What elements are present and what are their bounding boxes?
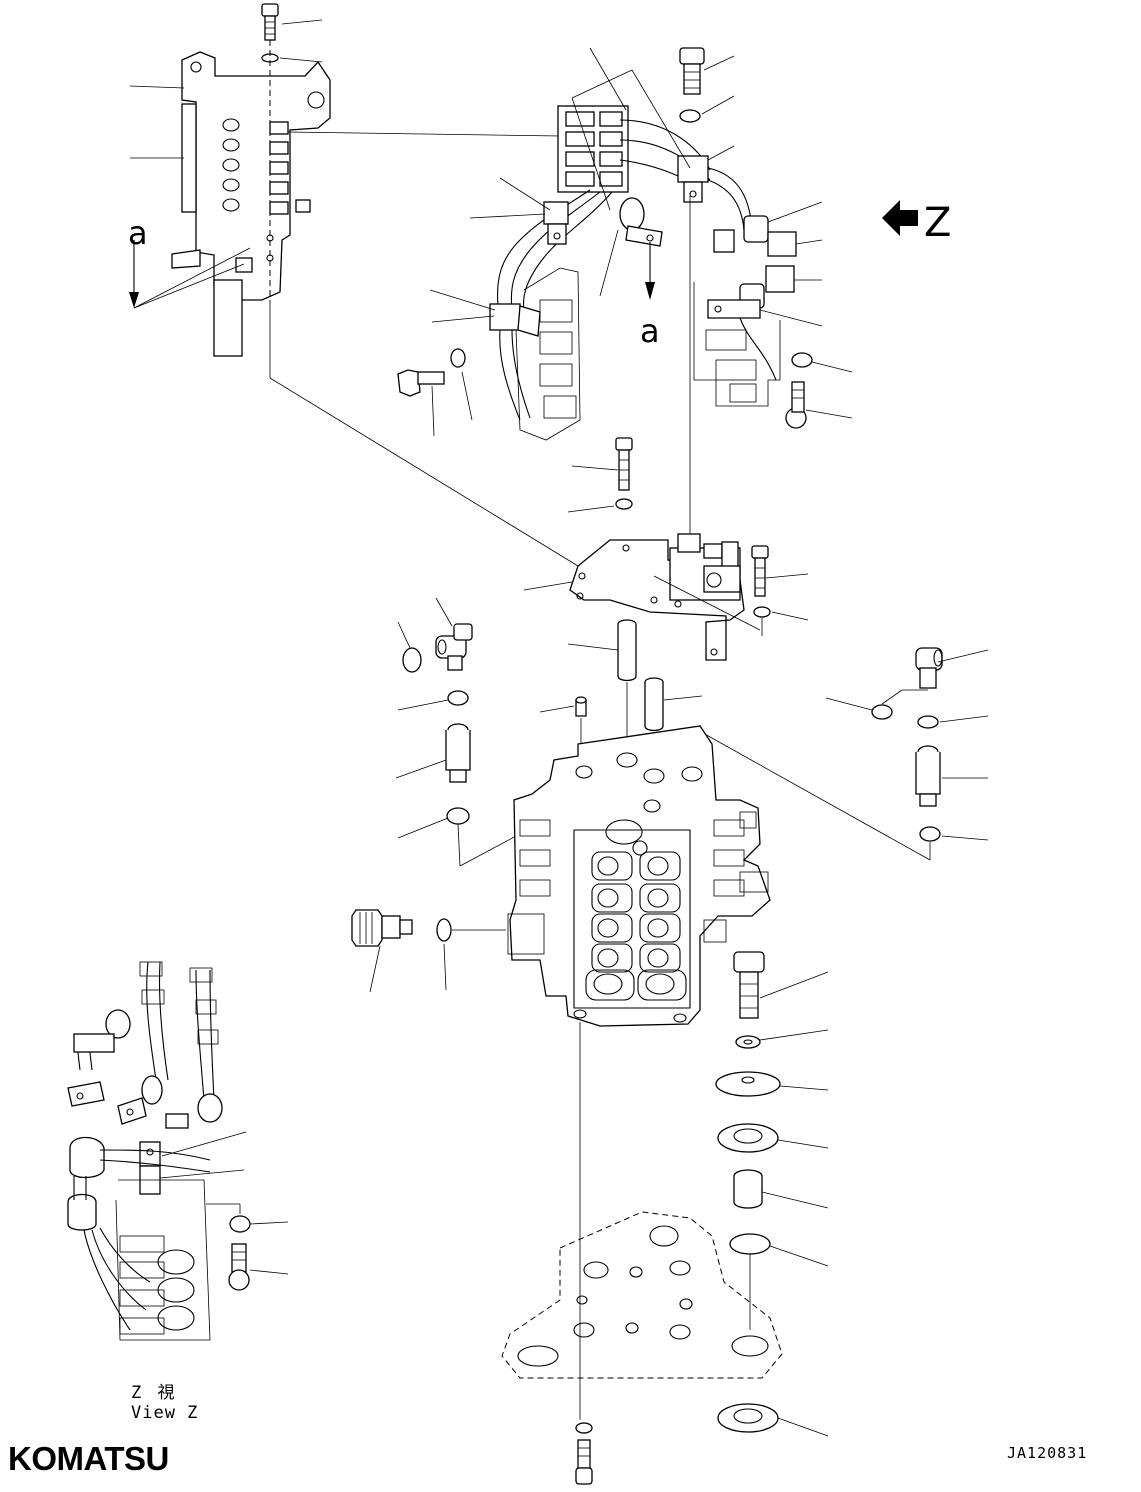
washer-mount-1 [735, 1035, 761, 1049]
adapter-right [915, 745, 941, 807]
bolt-top-left [261, 3, 279, 41]
bolt-mid [615, 437, 633, 491]
drawing-code: JA120831 [1007, 1444, 1088, 1462]
o-ring-right-3 [919, 826, 941, 842]
o-ring-sensor [436, 918, 452, 942]
bolt-top-center [679, 47, 705, 95]
inset-washer [229, 1215, 251, 1233]
connector-right-upper [707, 215, 797, 319]
cushion-mount-1 [717, 1123, 779, 1153]
plug-mount [729, 1233, 771, 1255]
bolt-mid-right [751, 545, 769, 597]
spacer-right [644, 677, 664, 732]
o-ring-right-1 [871, 704, 893, 720]
connector-block-top [557, 105, 629, 193]
mount-stack [715, 951, 829, 1437]
view-z-label: Z [924, 200, 951, 246]
right-fittings [693, 647, 989, 861]
top-left-bracket: a [128, 3, 561, 357]
spacer-left [617, 619, 637, 682]
clamp-top-1 [543, 201, 569, 245]
o-ring-left-2 [447, 690, 469, 706]
inset-clamp-1 [67, 1009, 131, 1107]
collar-mount [733, 1169, 763, 1209]
left-fittings [395, 597, 547, 867]
mid-bracket-plate [523, 437, 809, 661]
bolt-bottom [575, 1439, 593, 1485]
brand-logo: KOMATSU [8, 1440, 169, 1477]
washer-harness-right [791, 352, 813, 368]
washer-mid-right [753, 606, 771, 618]
spacer-rod [181, 103, 197, 213]
inset-bolt [228, 1243, 250, 1291]
cushion-mount-2 [717, 1403, 779, 1433]
relay-block [669, 533, 741, 601]
bolt-mount [733, 951, 765, 1019]
top-wiring-harness: a [397, 47, 853, 441]
section-label-a-left: a [128, 214, 148, 252]
base-plate [501, 1211, 783, 1379]
inset-clamp-3 [69, 1136, 161, 1195]
washer-mount-2 [715, 1071, 781, 1097]
washer-top-center [679, 109, 701, 123]
inset-clamp-2 [165, 1093, 223, 1129]
pin [575, 696, 587, 717]
clamp-top-3 [677, 155, 709, 203]
view-z-caption-jp: Z 視 [131, 1383, 178, 1403]
pressure-sensor [351, 909, 413, 947]
view-z-caption-en: View Z [131, 1403, 199, 1423]
left-arrow-icon [882, 200, 918, 236]
elbow-fitting-left [435, 623, 473, 671]
bracket-plate [181, 51, 331, 301]
clamp-left-lower [489, 303, 541, 337]
elbow-fitting-right [915, 647, 943, 689]
section-label-a-mid: a [640, 312, 660, 350]
control-valve [507, 725, 771, 1420]
o-ring-left-3 [446, 807, 470, 825]
o-ring-left-1 [402, 647, 422, 673]
o-ring-right-2 [917, 715, 939, 729]
inset-clamp-4 [67, 1193, 97, 1231]
adapter-left [445, 723, 471, 783]
washer-mid [615, 498, 633, 510]
washer-harness-left [450, 348, 466, 368]
bolt-harness-left [397, 369, 445, 397]
clamp-top-2 [619, 197, 663, 247]
bolt-harness-right [785, 381, 807, 429]
view-z-marker: Z [882, 200, 951, 246]
view-z-inset [67, 961, 289, 1341]
washer-bottom [575, 1422, 593, 1434]
